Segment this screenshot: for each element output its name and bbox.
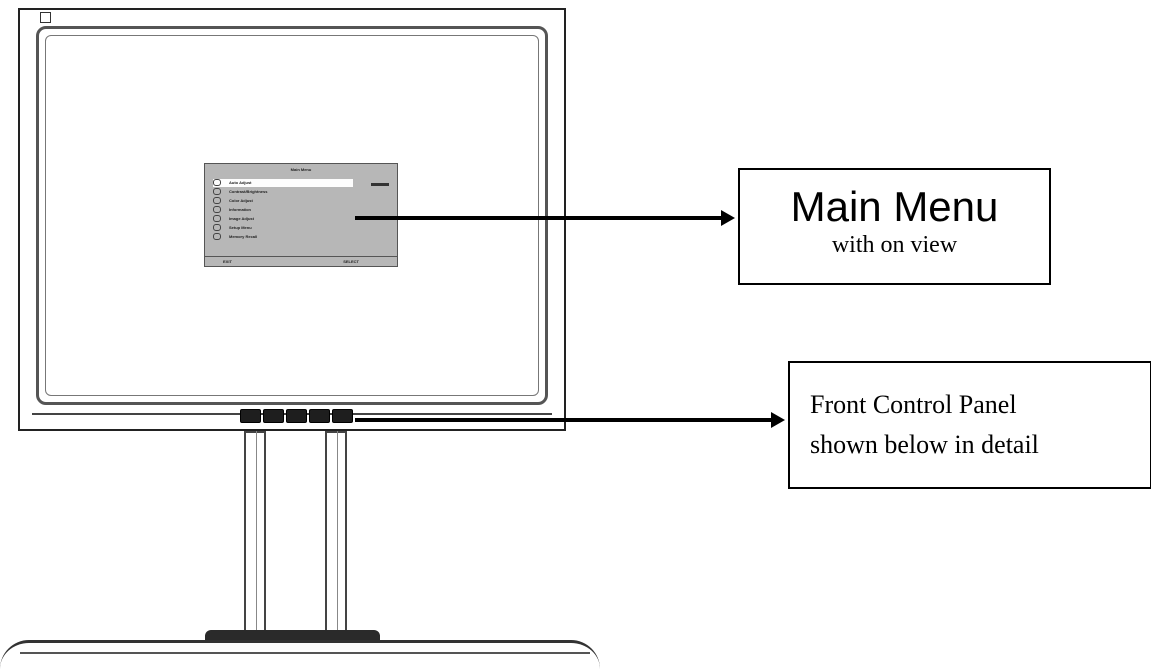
osd-item-icon — [213, 233, 221, 241]
osd-item: Setup Menu — [213, 224, 363, 232]
osd-item: Memory Recall — [213, 233, 363, 241]
osd-main-menu: Main Menu Auto Adjust Contrast/Brightnes… — [204, 163, 398, 267]
osd-item-icon — [213, 215, 221, 223]
osd-item-icon — [213, 188, 221, 196]
stand-neck-right — [325, 431, 347, 637]
osd-item: Color Adjust — [213, 197, 363, 205]
osd-level-bar — [371, 183, 389, 186]
main-menu-arrow — [355, 210, 735, 226]
stand-neck-line — [256, 431, 257, 637]
osd-item: Image Adjust — [213, 215, 363, 223]
osd-item-icon — [213, 179, 221, 187]
osd-item-icon — [213, 197, 221, 205]
main-menu-callout-title: Main Menu — [790, 183, 999, 230]
stand-base — [0, 640, 600, 669]
front-button — [240, 409, 261, 423]
front-panel-arrow — [355, 412, 785, 428]
osd-footer: EXIT SELECT — [205, 256, 397, 266]
osd-item: Auto Adjust — [213, 179, 353, 187]
front-panel-callout-line2: shown below in detail — [810, 430, 1039, 459]
osd-item-icon — [213, 224, 221, 232]
osd-footer-exit: EXIT — [223, 259, 232, 264]
osd-title: Main Menu — [290, 167, 312, 172]
front-control-panel — [240, 409, 353, 423]
monitor-bezel: Main Menu Auto Adjust Contrast/Brightnes… — [36, 26, 548, 405]
osd-item: Information — [213, 206, 363, 214]
front-button — [309, 409, 330, 423]
front-button — [286, 409, 307, 423]
osd-footer-select: SELECT — [343, 259, 359, 264]
main-menu-callout: Main Menu with on view — [738, 168, 1051, 285]
front-button — [332, 409, 353, 423]
stand-neck-line — [337, 431, 338, 637]
osd-item-icon — [213, 206, 221, 214]
stand-base-line — [20, 652, 590, 654]
power-led-icon — [40, 12, 51, 23]
main-menu-callout-subtitle: with on view — [831, 232, 958, 258]
osd-item: Contrast/Brightness — [213, 188, 363, 196]
monitor-screen: Main Menu Auto Adjust Contrast/Brightnes… — [45, 35, 539, 396]
stand-neck-left — [244, 431, 266, 637]
front-button — [263, 409, 284, 423]
front-panel-callout-line1: Front Control Panel — [810, 390, 1017, 419]
front-panel-callout: Front Control Panel shown below in detai… — [788, 361, 1151, 489]
